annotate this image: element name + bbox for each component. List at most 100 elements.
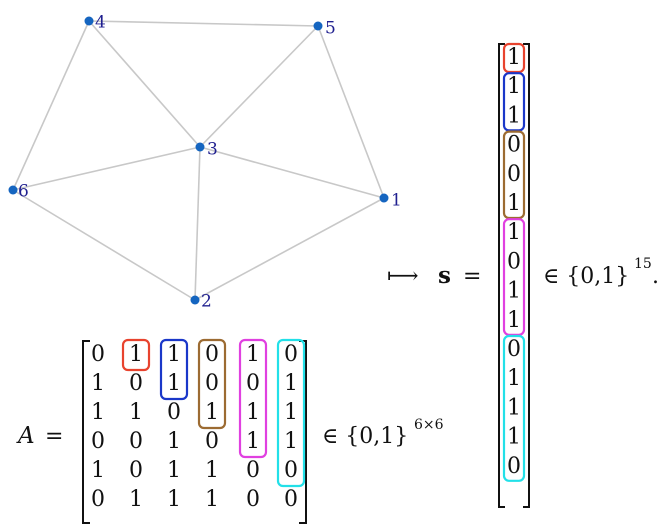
matrix-cell-r4-c3: 1 xyxy=(167,429,181,454)
vector-entry-7: 1 xyxy=(507,220,521,245)
matrix-cell-r1-c6: 0 xyxy=(284,342,298,367)
vector-left-bracket xyxy=(498,43,505,508)
vector-entry-9: 1 xyxy=(507,279,521,304)
matrix-column-box-2 xyxy=(121,338,151,372)
vector-membership: ∈ {0,1} xyxy=(543,264,629,289)
matrix-cell-r5-c3: 1 xyxy=(167,458,181,483)
matrix-cell-r3-c6: 1 xyxy=(284,400,298,425)
vector-entry-11: 0 xyxy=(507,337,521,362)
graph-edge-3-5 xyxy=(199,25,319,148)
matrix-cell-r2-c2: 0 xyxy=(129,371,143,396)
matrix-cell-r6-c6: 0 xyxy=(284,487,298,512)
matrix-cell-r5-c2: 0 xyxy=(129,458,143,483)
matrix-cell-r4-c4: 0 xyxy=(205,429,219,454)
graph-edge-3-4 xyxy=(88,20,201,148)
graph-edge-1-3 xyxy=(199,146,385,199)
vector-group-box-1 xyxy=(502,42,526,74)
vector-entry-14: 1 xyxy=(507,425,521,450)
vector-highlight-boxes xyxy=(502,42,526,482)
vector-group-box-4 xyxy=(502,218,526,336)
matrix-cell-r4-c2: 0 xyxy=(129,429,143,454)
mapsto-arrow: ⟼ xyxy=(387,264,419,289)
vector-entry-1: 1 xyxy=(507,45,521,70)
matrix-cell-r6-c3: 1 xyxy=(167,487,181,512)
vector-equals: = xyxy=(463,264,481,289)
matrix-column-box-6 xyxy=(276,338,306,488)
matrix-cell-r1-c5: 1 xyxy=(246,342,260,367)
matrix-cell-r1-c1: 0 xyxy=(91,342,105,367)
graph-node-3 xyxy=(195,142,205,152)
matrix-cell-r3-c4: 1 xyxy=(205,400,219,425)
matrix-cell-r1-c2: 1 xyxy=(129,342,143,367)
matrix-left-bracket xyxy=(82,340,90,524)
graph-node-label-4: 4 xyxy=(95,13,106,33)
vector-group-box-3 xyxy=(502,130,526,220)
matrix-cell-r4-c6: 1 xyxy=(284,429,298,454)
vector-right-bracket xyxy=(523,43,530,508)
graph-edge-2-6 xyxy=(12,189,196,301)
matrix-cell-r1-c4: 0 xyxy=(205,342,219,367)
vector-entry-2: 1 xyxy=(507,74,521,99)
graph-node-label-2: 2 xyxy=(201,292,212,312)
vector-entry-8: 0 xyxy=(507,249,521,274)
matrix-cell-r2-c6: 1 xyxy=(284,371,298,396)
graph-node-2 xyxy=(190,295,200,305)
graph-node-label-1: 1 xyxy=(391,191,402,211)
matrix-cell-r5-c1: 1 xyxy=(91,458,105,483)
matrix-cell-r3-c3: 0 xyxy=(167,400,181,425)
matrix-cell-r3-c5: 1 xyxy=(246,400,260,425)
graph-edge-2-3 xyxy=(194,146,201,301)
matrix-cell-r5-c4: 1 xyxy=(205,458,219,483)
vector-entry-3: 1 xyxy=(507,103,521,128)
matrix-cell-r6-c1: 0 xyxy=(91,487,105,512)
graph-edge-3-6 xyxy=(12,146,201,191)
matrix-cell-r6-c4: 1 xyxy=(205,487,219,512)
matrix-equals: = xyxy=(45,424,63,449)
vector-entry-4: 0 xyxy=(507,133,521,158)
matrix-cell-r6-c2: 1 xyxy=(129,487,143,512)
matrix-membership: ∈ {0,1} xyxy=(322,424,408,449)
graph-edge-1-5 xyxy=(317,25,385,199)
graph-node-4 xyxy=(84,16,94,26)
matrix-column-box-4 xyxy=(197,338,227,430)
matrix-cell-r5-c6: 0 xyxy=(284,458,298,483)
matrix-cell-r2-c5: 0 xyxy=(246,371,260,396)
graph-edges xyxy=(12,20,385,301)
matrix-cell-r5-c5: 0 xyxy=(246,458,260,483)
graph-edge-4-5 xyxy=(88,20,319,27)
matrix-highlight-boxes xyxy=(121,338,306,488)
matrix-name: A xyxy=(16,423,35,449)
matrix-membership-superscript: 6×6 xyxy=(414,417,444,433)
graph-edge-1-2 xyxy=(194,197,385,301)
matrix-cell-r2-c4: 0 xyxy=(205,371,219,396)
matrix-cell-r1-c3: 1 xyxy=(167,342,181,367)
graph-node-label-3: 3 xyxy=(207,140,218,160)
vector-entry-5: 0 xyxy=(507,162,521,187)
matrix-cell-r6-c5: 0 xyxy=(246,487,260,512)
vector-entry-10: 1 xyxy=(507,308,521,333)
vector-group-box-5 xyxy=(502,334,526,482)
matrix-cell-r4-c5: 1 xyxy=(246,429,260,454)
matrix-cell-r2-c3: 1 xyxy=(167,371,181,396)
vector-trailing-period: . xyxy=(652,264,659,289)
vector-entry-12: 1 xyxy=(507,366,521,391)
graph-nodes: 1 2 3 4 5 6 xyxy=(8,13,402,312)
graph-node-1 xyxy=(379,193,389,203)
graph-node-5 xyxy=(313,21,323,31)
vector-entry-15: 0 xyxy=(507,454,521,479)
vector-entry-13: 1 xyxy=(507,395,521,420)
graph-node-label-5: 5 xyxy=(325,19,336,39)
graph-node-label-6: 6 xyxy=(18,182,29,202)
matrix-cell-r2-c1: 1 xyxy=(91,371,105,396)
matrix-column-box-3 xyxy=(159,338,189,401)
matrix-column-box-5 xyxy=(238,338,268,459)
graph-node-6 xyxy=(8,185,18,195)
matrix-cell-r3-c2: 1 xyxy=(129,400,143,425)
matrix-cell-r3-c1: 1 xyxy=(91,400,105,425)
